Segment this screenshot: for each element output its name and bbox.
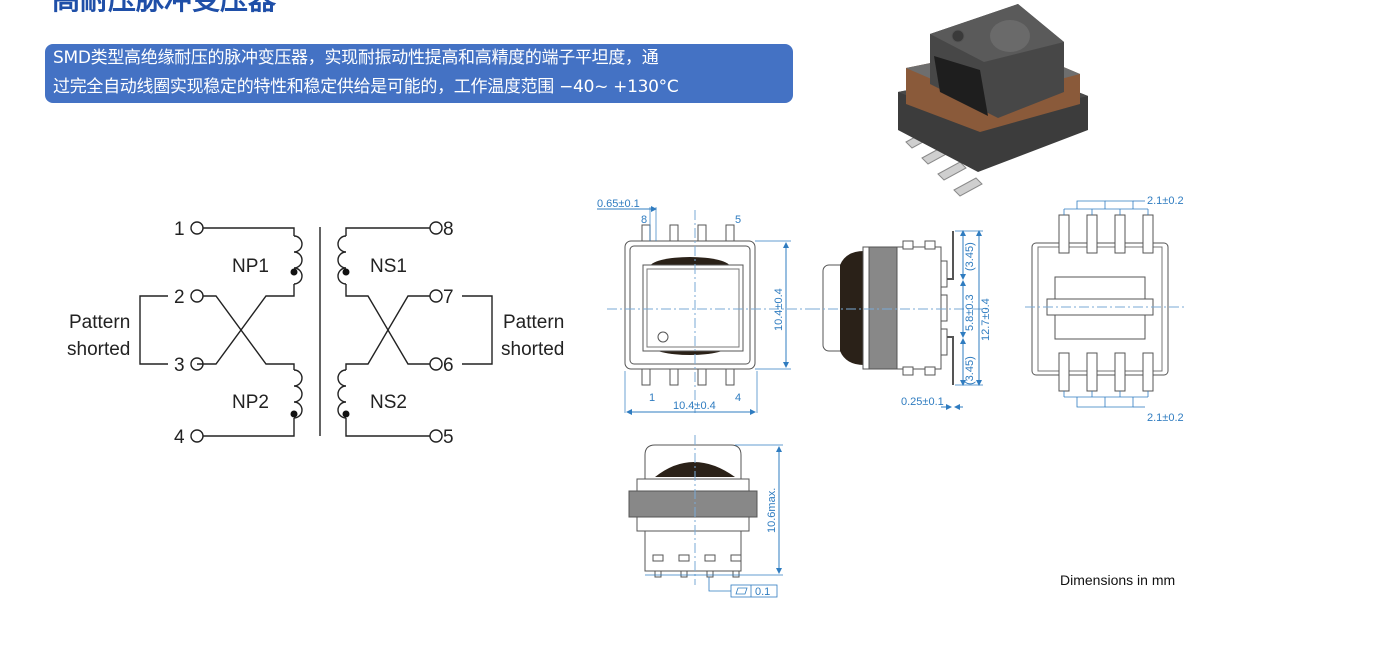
np2-label: NP2 — [232, 392, 269, 413]
pin-7-label: 7 — [443, 287, 454, 308]
pin-5-label: 5 — [443, 427, 454, 448]
flatness-value: 0.1 — [755, 586, 770, 598]
pin-8-label: 8 — [443, 219, 454, 240]
np2-coil — [293, 369, 303, 419]
pin-4-label: 4 — [174, 427, 185, 448]
ns2-label: NS2 — [370, 392, 407, 413]
pin-width-dim: 0.65±0.1 — [597, 198, 640, 210]
pin-3-label: 3 — [174, 355, 185, 376]
pin-4-dim-label: 4 — [735, 392, 741, 404]
right-short-label-1: Pattern — [503, 312, 564, 333]
np1-label: NP1 — [232, 256, 269, 277]
pin-5-dim-label: 5 — [735, 214, 741, 226]
np1-coil — [293, 235, 303, 285]
lower-pad-dim: (3.45) — [964, 356, 976, 385]
product-image — [898, 4, 1088, 197]
ns2-coil — [337, 369, 347, 419]
front-height-dim: 10.6max. — [766, 488, 778, 533]
left-short-label-2: shorted — [67, 339, 130, 360]
page-title: 高耐压脉冲变压器 — [52, 0, 276, 18]
pin-7-terminal — [429, 289, 443, 303]
left-short-bracket — [139, 295, 168, 365]
pitch-top-dim: 2.1±0.2 — [1147, 195, 1184, 207]
center-dim: 5.8±0.3 — [964, 294, 976, 331]
pin-5-terminal — [429, 429, 443, 443]
pin-1-terminal — [190, 221, 204, 235]
ns1-label: NS1 — [370, 256, 407, 277]
pin-6-terminal — [429, 357, 443, 371]
pitch-bottom-dim: 2.1±0.2 — [1147, 412, 1184, 424]
winding-schematic: 1 2 3 4 8 7 6 5 NP1 NP2 NS1 NS2 Pattern … — [67, 219, 564, 448]
ns1-coil — [337, 235, 347, 285]
pin-8-terminal — [429, 221, 443, 235]
np1-polarity-dot — [290, 268, 298, 276]
overall-height-dim: 12.7±0.4 — [980, 298, 992, 341]
upper-pad-dim: (3.45) — [964, 242, 976, 271]
pin-6-label: 6 — [443, 355, 454, 376]
right-short-bracket — [462, 295, 493, 365]
left-short-label-1: Pattern — [69, 312, 130, 333]
right-short-label-2: shorted — [501, 339, 564, 360]
dimension-drawings: 0.65±0.1 8 5 1 4 10.4±0.4 10.4±0.4 (3.45… — [597, 195, 1185, 598]
description-line-1: SMD类型高绝缘耐压的脉冲变压器，实现耐振动性提高和高精度的端子平坦度，通 — [53, 48, 659, 68]
side-view: (3.45) (3.45) 5.8±0.3 12.7±0.4 0.25±0.1 — [810, 230, 992, 410]
pin-1-label: 1 — [174, 219, 185, 240]
top-view: 0.65±0.1 8 5 1 4 10.4±0.4 10.4±0.4 — [597, 198, 813, 415]
pin-2-label: 2 — [174, 287, 185, 308]
ns1-polarity-dot — [342, 268, 350, 276]
description-line-2: 过完全自动线圈实现稳定的特性和稳定供给是可能的，工作温度范围 −40~ +130… — [53, 77, 679, 97]
pin-4-terminal — [190, 429, 204, 443]
description-box: SMD类型高绝缘耐压的脉冲变压器，实现耐振动性提高和高精度的端子平坦度，通 过完… — [45, 44, 793, 103]
front-view: 0.1 10.6max. — [628, 435, 783, 598]
pin-8-dim-label: 8 — [641, 214, 647, 226]
ns2-polarity-dot — [342, 410, 350, 418]
pin-2-terminal — [190, 289, 204, 303]
pin-1-dim-label: 1 — [649, 392, 655, 404]
np2-polarity-dot — [290, 410, 298, 418]
lead-thickness-dim: 0.25±0.1 — [901, 396, 944, 408]
bottom-view: 2.1±0.2 2.1±0.2 — [1025, 195, 1185, 424]
flatness-icon — [735, 587, 748, 595]
pin-3-terminal — [190, 357, 204, 371]
top-width-dim: 10.4±0.4 — [673, 400, 716, 412]
units-note: Dimensions in mm — [1060, 572, 1176, 588]
top-height-dim: 10.4±0.4 — [773, 288, 785, 331]
